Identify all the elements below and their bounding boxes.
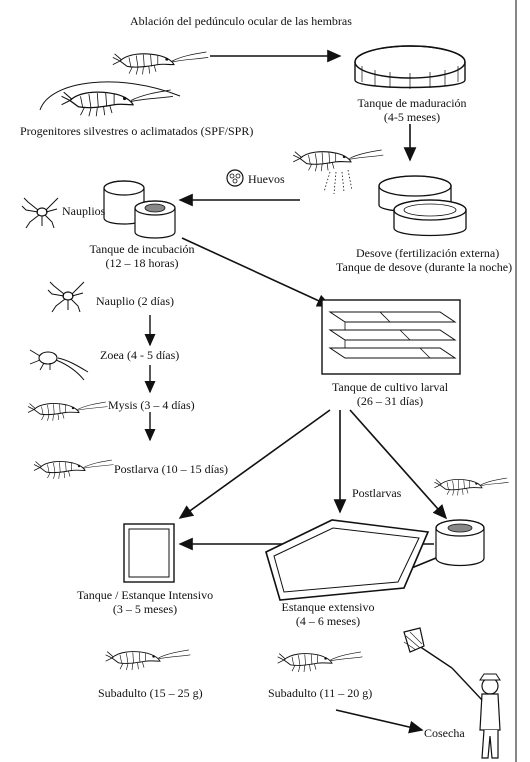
desove-label: Desove (fertilización externa) [356,246,500,260]
extensivo-pond-icon [265,519,430,601]
zoea-stage-label: Zoea (4 - 5 días) [100,348,180,362]
desove-shrimp-icon [292,149,384,195]
cultivo-time: (26 – 31 días) [356,394,424,408]
postlarva-stage-label: Postlarva (10 – 15 días) [114,462,228,476]
extensivo-label: Estanque extensivo [281,600,375,614]
arrow-cultivo-postlarvas [349,409,448,520]
maduracion-label: Tanque de maduración [357,96,467,110]
title: Ablación del pedúnculo ocular de las hem… [130,14,352,28]
nauplios-label: Nauplios [62,204,106,218]
progenitores-label: Progenitores silvestres o aclimatados (S… [20,124,254,138]
mysis-stage-icon [27,401,108,422]
zoea-stage-icon [29,349,89,381]
subadulto-intensivo-label: Subadulto (15 – 25 g) [98,686,203,700]
postlarvas-shrimp-icon [433,477,510,496]
cultivo-tank-icon [321,299,461,375]
intensivo-tank-icon [123,523,175,583]
postlarva-stage-icon [33,459,114,480]
nauplio-stage-label: Nauplio (2 días) [96,294,174,308]
maduracion-time: (4-5 meses) [383,110,441,124]
subadulto-extensivo-label: Subadulto (11 – 20 g) [268,686,373,700]
incubacion-label: Tanque de incubación [89,242,195,256]
arrow-to-cultivo [181,237,332,307]
cosecha-label: Cosecha [424,726,465,740]
intensivo-label: Tanque / Estanque Intensivo [76,588,214,602]
incubacion-time: (12 – 18 horas) [105,256,179,270]
extensivo-time: (4 – 6 meses) [295,614,361,628]
nauplio-stage-icon [47,281,85,313]
cultivo-label: Tanque de cultivo larval [331,380,449,394]
subadulto-intensivo-icon [105,649,191,671]
nauplios-icon [21,197,59,229]
postlarvas-bucket-icon [435,519,485,567]
postlarvas-label: Postlarvas [352,486,402,500]
maduracion-tank-icon [354,45,466,89]
incubacion-tanks-icon [103,180,176,239]
arrow-to-cosecha [335,709,424,734]
mysis-stage-label: Mysis (3 – 4 días) [108,398,195,412]
arrow-cultivo-intensivo [178,409,331,519]
desove-tank-label: Tanque de desove (durante la noche) [336,260,513,274]
broodstock-shrimp-icon [39,51,209,117]
fisherman-icon [403,627,501,759]
subadulto-extensivo-icon [277,651,363,673]
desove-tanks-icon [378,175,467,237]
huevos-label: Huevos [248,172,285,186]
huevos-icon [226,169,244,187]
intensivo-time: (3 – 5 meses) [112,602,178,616]
